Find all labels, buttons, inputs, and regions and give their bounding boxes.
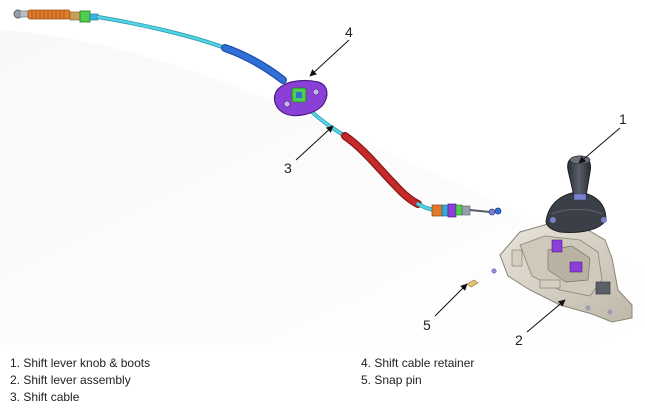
shift-lever-boot <box>545 191 607 233</box>
shift-cable-diagram: 1 2 3 4 5 <box>0 9 645 345</box>
legend-item-snap-pin: 5. Snap pin <box>361 373 422 387</box>
legend-item-shift-cable: 3. Shift cable <box>10 390 80 404</box>
legend-item-shift-lever-assembly: 2. Shift lever assembly <box>10 373 131 387</box>
callout-1-label: 1 <box>619 111 627 127</box>
cable-line-upper <box>96 15 227 50</box>
callout-5: 5 <box>423 283 468 333</box>
legend-column-left: 1. Shift lever knob & boots 2. Shift lev… <box>10 355 150 406</box>
parts-legend: 1. Shift lever knob & boots 2. Shift lev… <box>0 355 645 413</box>
shift-lever-assembly <box>499 155 633 323</box>
callout-1: 1 <box>578 111 627 164</box>
callout-4: 4 <box>309 24 353 77</box>
shift-cable-retainer <box>273 79 328 117</box>
legend-item-shift-lever-knob: 1. Shift lever knob & boots <box>10 356 151 370</box>
callout-3: 3 <box>284 125 334 176</box>
cable-end-fitting-left <box>13 9 99 23</box>
background-shading <box>0 30 645 345</box>
cable-end-fitting-right <box>431 203 502 218</box>
callout-2: 2 <box>515 299 566 345</box>
legend-item-shift-cable-retainer: 4. Shift cable retainer <box>361 356 475 370</box>
shift-cable <box>13 9 502 218</box>
callout-2-label: 2 <box>515 332 523 345</box>
snap-pin <box>466 268 497 288</box>
callout-4-label: 4 <box>345 24 353 40</box>
legend-column-right: 4. Shift cable retainer 5. Snap pin <box>361 355 474 389</box>
callout-3-label: 3 <box>284 160 292 176</box>
callout-5-label: 5 <box>423 317 431 333</box>
